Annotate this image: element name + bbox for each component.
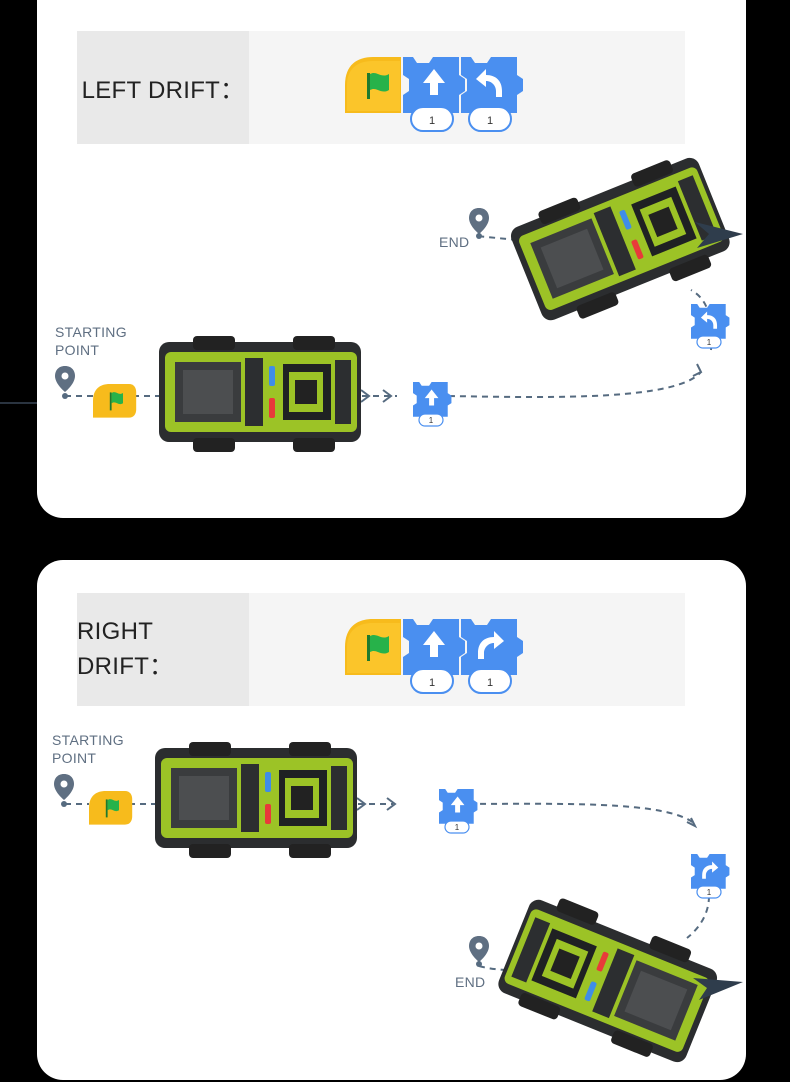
path-arrow-marks <box>356 797 397 811</box>
starting-label-line2: POINT <box>52 750 97 766</box>
path-forward-block <box>413 382 452 417</box>
path-end-segment <box>476 235 518 241</box>
path-turn-value: 1 <box>707 338 712 347</box>
turn-value-field[interactable] <box>468 668 512 694</box>
path-turn-value: 1 <box>707 888 712 897</box>
car-start <box>159 336 361 452</box>
starting-label-line1: STARTING <box>55 324 127 340</box>
move-value-field[interactable] <box>410 668 454 694</box>
end-pin-icon <box>469 936 489 962</box>
turn-value-field[interactable] <box>468 106 512 132</box>
path-forward-value-field <box>418 413 444 427</box>
panel-title: LEFT DRIFT： <box>81 77 245 104</box>
program-header: RIGHT DRIFT： 1 1 <box>77 593 685 706</box>
title-box: RIGHT DRIFT： <box>77 593 249 706</box>
path-turn-value-field <box>696 885 722 899</box>
move-value: 1 <box>429 677 435 689</box>
path-forward-value-field <box>444 820 470 834</box>
turn-value: 1 <box>487 115 493 127</box>
starting-point-label: STARTING POINT <box>52 731 124 767</box>
code-blocks: 1 1 <box>345 619 523 694</box>
start-dot <box>62 393 68 399</box>
left-drift-path-scene: 1 1 <box>55 149 743 452</box>
path-flag-block <box>89 791 133 825</box>
path-forward-value: 1 <box>429 416 434 425</box>
move-value: 1 <box>429 115 435 127</box>
end-dot <box>476 233 482 239</box>
turn-value: 1 <box>487 677 493 689</box>
path-down-segment <box>686 895 710 939</box>
right-drift-card: RIGHT DRIFT： 1 1 STARTING POINT END <box>37 560 746 1080</box>
left-drift-card: LEFT DRIFT： 1 1 STARTING POINT END <box>37 0 746 518</box>
start-pin-icon <box>55 366 75 392</box>
start-pin-icon <box>54 774 74 800</box>
path-curve-right <box>448 371 702 399</box>
path-curve-arrowhead <box>692 363 703 377</box>
path-turn-right-block <box>691 854 730 889</box>
left-edge-line <box>0 402 37 404</box>
drift-motion-mark <box>695 222 743 248</box>
start-dot <box>61 801 67 807</box>
path-forward-value: 1 <box>455 823 460 832</box>
path-turn-value-field <box>696 335 722 349</box>
path-curve-arrowhead <box>686 817 698 829</box>
path-curve-right <box>446 802 696 825</box>
panel-title: RIGHT DRIFT： <box>77 618 174 680</box>
path-flag-block <box>93 384 137 418</box>
path-turn-left-block <box>691 304 730 339</box>
car-start <box>155 742 357 858</box>
starting-point-label: STARTING POINT <box>55 323 127 359</box>
end-label: END <box>455 974 486 990</box>
move-value-field[interactable] <box>410 106 454 132</box>
end-label: END <box>439 234 470 250</box>
starting-label-line1: STARTING <box>52 732 124 748</box>
drift-motion-mark <box>693 978 743 1000</box>
program-header: LEFT DRIFT： 1 1 <box>77 31 685 144</box>
right-drift-path-scene: 1 1 <box>54 742 743 1071</box>
starting-label-line2: POINT <box>55 342 100 358</box>
path-forward-block <box>439 789 478 824</box>
car-end <box>493 887 724 1071</box>
path-arrow-marks <box>360 389 393 403</box>
title-box: LEFT DRIFT： <box>77 31 249 144</box>
end-pin-icon <box>469 208 489 234</box>
end-dot <box>476 961 482 967</box>
car-end <box>505 149 737 333</box>
code-blocks: 1 1 <box>345 57 523 132</box>
